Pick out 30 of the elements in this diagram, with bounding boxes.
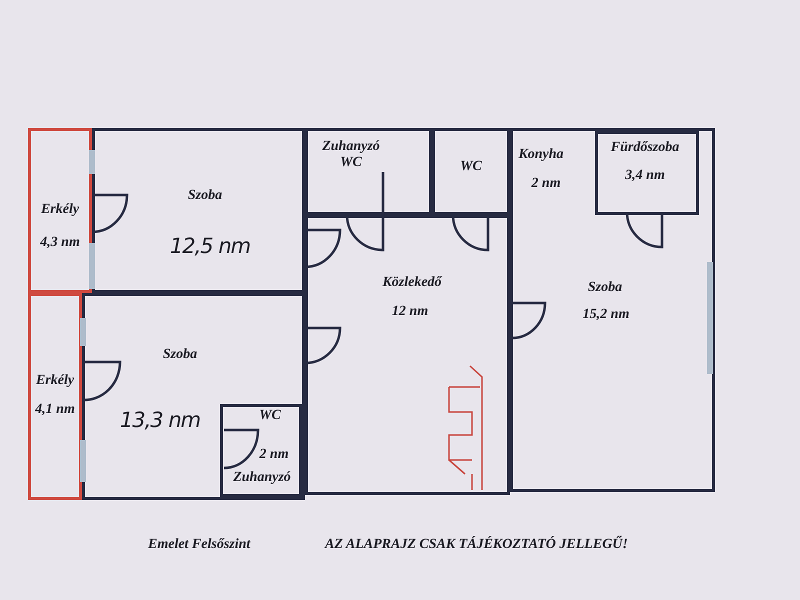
room-outline	[82, 293, 305, 500]
room-outline	[510, 128, 715, 492]
room-name: Fürdőszoba	[610, 140, 680, 156]
room-outline	[305, 128, 432, 215]
room-name: Szoba	[162, 347, 198, 363]
room-name: Szoba	[188, 188, 222, 204]
area-label: 4,3 nm	[40, 235, 80, 251]
room-name: Szoba	[588, 280, 622, 296]
area-label: 12 nm	[392, 304, 428, 320]
area-label: 3,4 nm	[625, 168, 665, 184]
area-label: 12,5 nm	[170, 234, 250, 258]
room-name: WC	[259, 408, 281, 424]
area-label: 2 nm	[259, 447, 289, 463]
room-outline	[305, 215, 510, 495]
room-name: Zuhanyzó	[233, 470, 291, 486]
balcony-name: Erkély	[40, 202, 80, 218]
room-outline	[220, 404, 302, 497]
room-outline	[432, 128, 510, 215]
room-outline	[595, 131, 699, 215]
area-label: 4,1 nm	[35, 402, 75, 418]
disclaimer-note: AZ ALAPRAJZ CSAK TÁJÉKOZTATÓ JELLEGŰ!	[325, 537, 628, 553]
room-name: WC	[460, 159, 482, 175]
floor-level-label: Emelet Felsőszint	[148, 537, 250, 553]
room-name: Zuhanyzó WC	[321, 139, 381, 171]
room-name: Konyha	[518, 147, 564, 163]
area-label: 13,3 nm	[120, 408, 200, 432]
room-name: Közlekedő	[382, 275, 442, 291]
balcony-name: Erkély	[36, 373, 74, 389]
area-label: 15,2 nm	[582, 307, 630, 323]
area-label: 2 nm	[531, 176, 561, 192]
